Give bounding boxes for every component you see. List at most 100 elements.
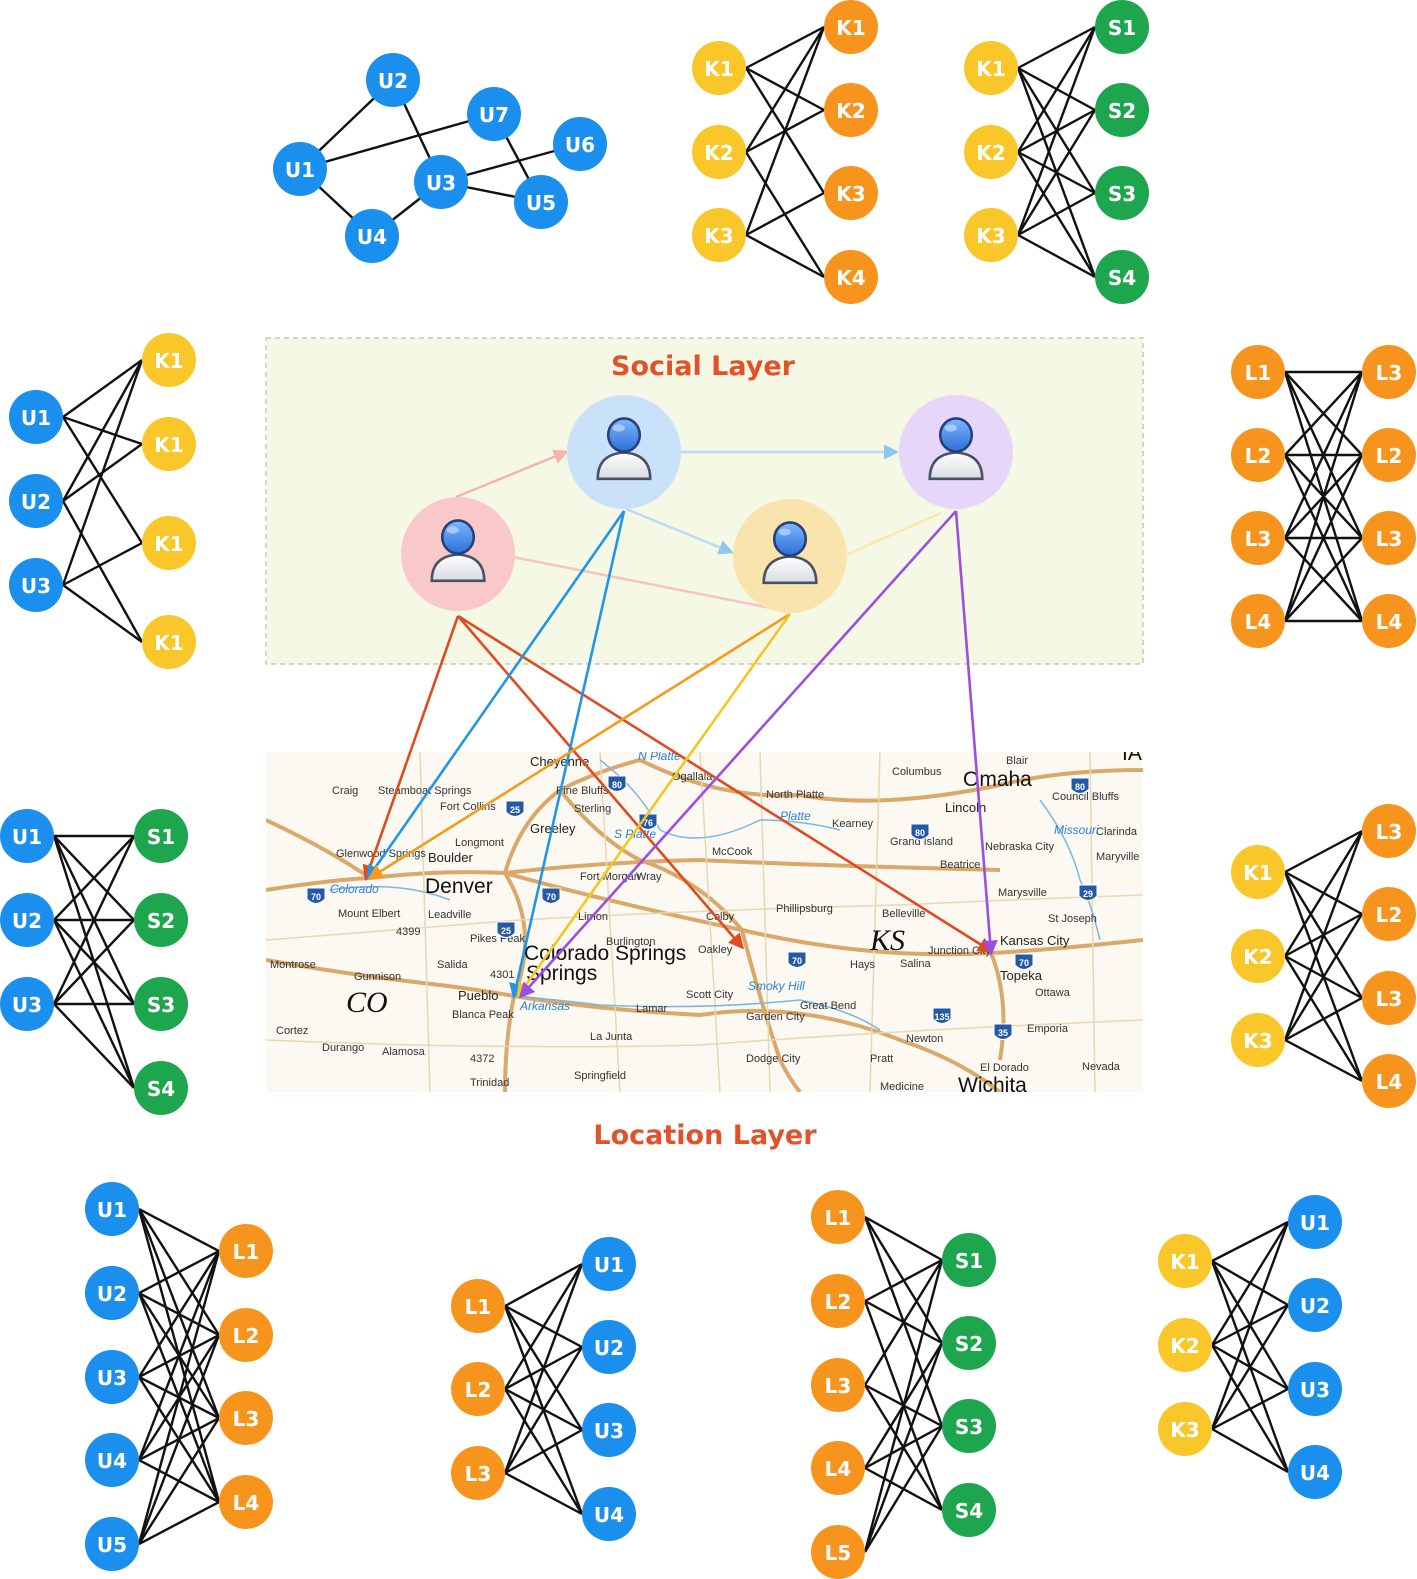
shield-number: 76 bbox=[643, 818, 653, 828]
node-circle bbox=[134, 809, 188, 863]
shield-number: 25 bbox=[510, 805, 520, 815]
node-label: L3 bbox=[465, 1462, 492, 1486]
node-label: L4 bbox=[233, 1491, 260, 1515]
node-circle bbox=[1231, 929, 1285, 983]
map-label: Medicine bbox=[880, 1081, 924, 1093]
highway-shield-icon: 80 bbox=[1070, 777, 1090, 794]
graph-node: U1 bbox=[0, 809, 54, 863]
road-line bbox=[266, 818, 372, 880]
map-label: Junction City bbox=[928, 945, 991, 957]
node-circle bbox=[1362, 428, 1416, 482]
node-label: U3 bbox=[1300, 1378, 1330, 1402]
graph-node: U4 bbox=[1288, 1445, 1342, 1499]
graph-node: U4 bbox=[582, 1487, 636, 1541]
shield-number: 25 bbox=[501, 926, 511, 936]
graph-edge bbox=[863, 1425, 944, 1553]
road-line bbox=[740, 929, 802, 1092]
graph-edge bbox=[1283, 830, 1364, 1041]
node-label: L2 bbox=[1245, 444, 1272, 468]
node-circle bbox=[582, 1403, 636, 1457]
graph-node: K1 bbox=[142, 516, 196, 570]
graph-node: L1 bbox=[451, 1279, 505, 1333]
graph-node: U5 bbox=[85, 1517, 139, 1571]
node-label: L4 bbox=[1376, 610, 1403, 634]
road-line bbox=[869, 752, 881, 1092]
node-label: L3 bbox=[233, 1407, 260, 1431]
map-roads bbox=[266, 752, 1143, 1092]
graph-edge bbox=[53, 1003, 135, 1089]
graph-node: L2 bbox=[1362, 887, 1416, 941]
map-label: Alamosa bbox=[382, 1046, 426, 1058]
map-label: Council Bluffs bbox=[1052, 791, 1120, 803]
graph-edge bbox=[1210, 1221, 1290, 1430]
road-line bbox=[504, 857, 1001, 875]
graph-edge bbox=[863, 1342, 944, 1553]
node-label: K2 bbox=[976, 141, 1005, 165]
graph-edge bbox=[504, 1262, 583, 1308]
social-user-yellow bbox=[733, 499, 847, 613]
graph-edge bbox=[1284, 1038, 1363, 1083]
node-label: U2 bbox=[21, 490, 51, 514]
node-label: K3 bbox=[1243, 1029, 1272, 1053]
map-label: Nebraska City bbox=[985, 841, 1055, 853]
node-label: S2 bbox=[147, 909, 175, 933]
graph-edge bbox=[863, 1259, 944, 1553]
node-label: K1 bbox=[976, 57, 1005, 81]
map-label: IA bbox=[1122, 742, 1142, 765]
shield-number: 70 bbox=[311, 892, 321, 902]
graph-node: K1 bbox=[964, 41, 1018, 95]
node-circle bbox=[9, 390, 63, 444]
node-circle bbox=[1095, 166, 1149, 220]
graph-edge bbox=[1016, 26, 1097, 236]
graph-edge bbox=[744, 26, 826, 236]
graph-edge bbox=[137, 1250, 221, 1461]
graph-edge bbox=[864, 1215, 943, 1262]
graph-node: K2 bbox=[1158, 1318, 1212, 1372]
graph-node: L3 bbox=[451, 1446, 505, 1500]
node-label: U4 bbox=[594, 1503, 624, 1527]
node-label: L3 bbox=[1376, 527, 1403, 551]
map-label: La Junta bbox=[590, 1031, 633, 1043]
map-label: Phillipsburg bbox=[776, 903, 833, 915]
node-circle bbox=[451, 1279, 505, 1333]
graph-node: L3 bbox=[1362, 345, 1416, 399]
map-label: CO bbox=[346, 986, 388, 1019]
graph-node: U2 bbox=[582, 1320, 636, 1374]
node-circle bbox=[1362, 804, 1416, 858]
node-label: U3 bbox=[594, 1419, 624, 1443]
node-label: L3 bbox=[1376, 987, 1403, 1011]
node-circle bbox=[824, 83, 878, 137]
map-label: Ottawa bbox=[1035, 987, 1071, 999]
node-label: K3 bbox=[1170, 1418, 1199, 1442]
graph-edge bbox=[1284, 829, 1363, 874]
graph-edge bbox=[504, 1471, 583, 1516]
graph-node: L3 bbox=[1231, 511, 1285, 565]
node-label: K2 bbox=[836, 99, 865, 123]
graph-edge bbox=[1017, 25, 1096, 70]
node-label: K3 bbox=[836, 182, 865, 206]
node-circle bbox=[811, 1274, 865, 1328]
graph-node: U2 bbox=[366, 53, 420, 107]
node-circle bbox=[811, 1190, 865, 1244]
graph-node: L4 bbox=[811, 1441, 865, 1495]
node-label: U2 bbox=[594, 1336, 624, 1360]
road-line bbox=[989, 952, 1006, 1061]
graph-node: K1 bbox=[142, 417, 196, 471]
graph-edge bbox=[1017, 191, 1096, 237]
node-label: L1 bbox=[233, 1240, 260, 1264]
map-label: Longmont bbox=[455, 837, 504, 849]
graph-edge bbox=[1017, 233, 1096, 279]
social-layer-panel: Social Layer bbox=[265, 337, 1144, 665]
map-label: Missouri bbox=[1054, 823, 1099, 837]
map-label: Belleville bbox=[882, 908, 925, 920]
graph-node: S2 bbox=[134, 893, 188, 947]
highway-shield-icon: 35 bbox=[993, 1023, 1013, 1040]
node-circle bbox=[942, 1316, 996, 1370]
node-label: L3 bbox=[1376, 820, 1403, 844]
map-label: Beatrice bbox=[940, 859, 980, 871]
graph-edge bbox=[503, 1346, 584, 1474]
node-circle bbox=[1231, 594, 1285, 648]
node-label: K1 bbox=[154, 532, 183, 556]
